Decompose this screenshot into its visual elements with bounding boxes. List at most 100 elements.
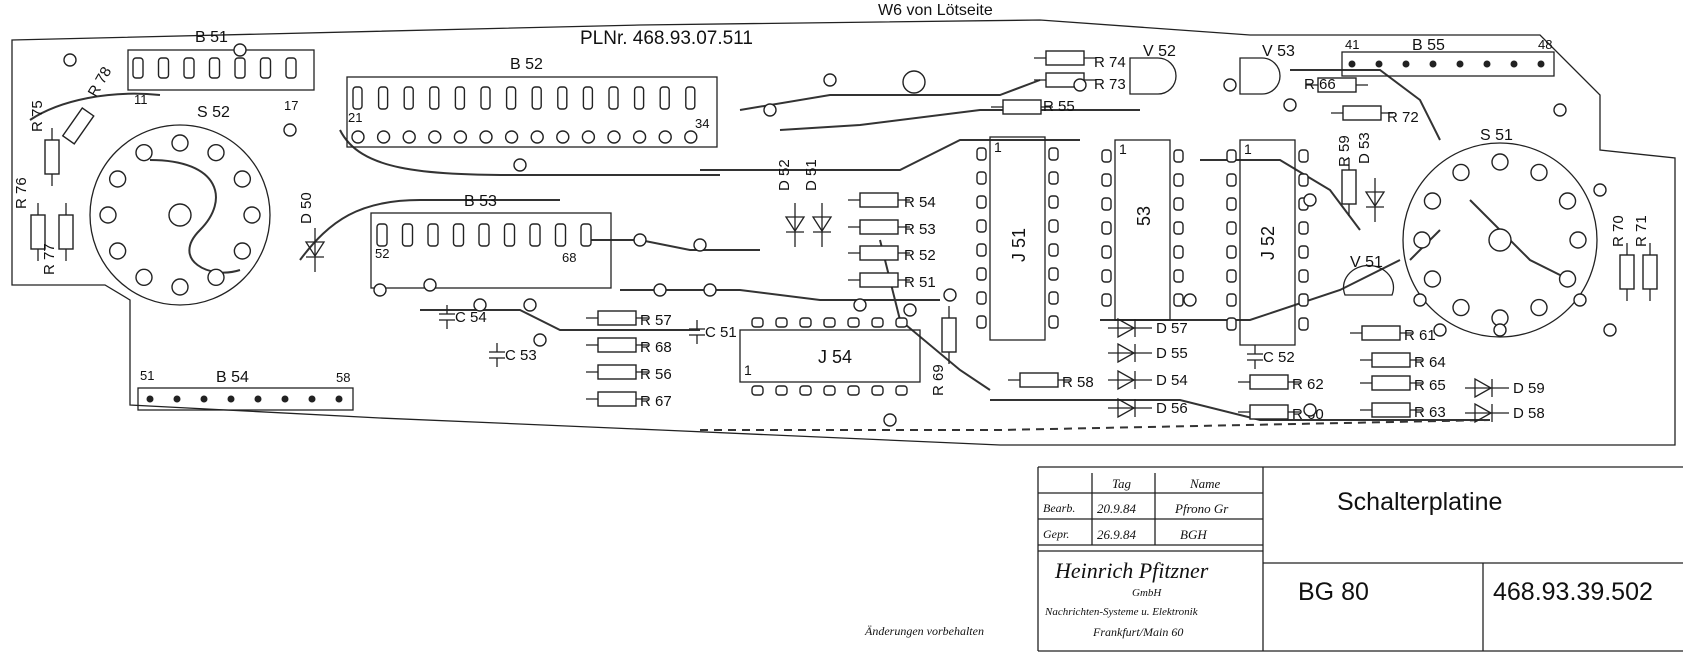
solder-pad	[823, 73, 837, 87]
transistor-v51-label: V 51	[1350, 254, 1383, 271]
ic-pin	[1298, 293, 1309, 307]
capacitor-label: C 53	[505, 347, 537, 364]
resistor-r63: R 63	[1360, 402, 1446, 421]
connector-pin	[505, 86, 517, 110]
test-point-label: W6 von Lötseite	[878, 2, 993, 19]
switch-s52: S 52	[89, 104, 271, 306]
switch-pad	[243, 206, 261, 224]
switch-pad	[1423, 270, 1442, 288]
connector-pin	[429, 86, 440, 110]
connector-b52-label: B 52	[510, 56, 543, 73]
solder-pad	[653, 283, 667, 297]
switch-pad	[1423, 192, 1442, 210]
switch-pad	[1530, 298, 1548, 317]
connector-pad	[658, 130, 672, 144]
resistor-label: R 63	[1414, 404, 1446, 421]
connector-pad	[1537, 60, 1545, 68]
resistor-label: R 61	[1404, 327, 1436, 344]
resistor-r53: R 53	[848, 219, 936, 238]
connector-b54-label: B 54	[216, 369, 249, 386]
solder-pad	[533, 333, 547, 347]
switch-pad	[108, 170, 127, 188]
resistor-label: R 57	[640, 312, 672, 329]
connector-pad	[376, 130, 391, 144]
title-block-row2-name: BGH	[1180, 527, 1207, 542]
capacitor-label: C 54	[455, 309, 487, 326]
diode-d54: D 54	[1108, 369, 1188, 391]
diode-label: D 50	[298, 192, 315, 224]
connector-pin	[580, 223, 592, 247]
solder-pad	[883, 413, 897, 427]
connector-b55-pin-start: 41	[1345, 37, 1359, 52]
resistor-label: R 54	[904, 194, 936, 211]
resistor-label: R 52	[904, 247, 936, 264]
resistor-label: R 72	[1387, 109, 1419, 126]
switch-pad	[135, 143, 153, 162]
switch-pad	[135, 268, 153, 287]
resistor-r58: R 58	[1008, 372, 1094, 391]
svg-text:1: 1	[1244, 141, 1252, 157]
resistor-r71: R 71	[1633, 215, 1658, 301]
ic-pin	[1173, 293, 1184, 307]
resistor-r51: R 51	[848, 272, 936, 291]
ic-pin	[1101, 269, 1112, 283]
test-point-w6	[902, 70, 926, 94]
ic-pin	[976, 315, 987, 329]
connector-b52-pin-end: 34	[695, 116, 709, 131]
ic-pin	[1048, 291, 1059, 305]
title-block-row2-label: Gepr.	[1043, 527, 1069, 541]
ic-pin	[1226, 269, 1237, 283]
drawing-number: 468.93.39.502	[1493, 578, 1653, 606]
solder-pad	[1553, 103, 1567, 117]
ic-j51-label: J 51	[1009, 228, 1029, 262]
resistor-label: R 75	[29, 100, 46, 132]
resistor-r72: R 72	[1331, 105, 1419, 126]
resistor-label: R 70	[1610, 215, 1627, 247]
capacitor-c53: C 53	[489, 343, 537, 367]
resistor-r77: R 77	[41, 203, 74, 275]
resistor-label: R 65	[1414, 377, 1446, 394]
device-name: BG 80	[1298, 578, 1369, 606]
connector-pad	[632, 130, 647, 144]
diode-label: D 54	[1156, 372, 1188, 389]
diode-label: D 52	[776, 159, 793, 191]
resistor-label: R 51	[904, 274, 936, 291]
resistor-r70: R 70	[1610, 215, 1635, 301]
diode-label: D 59	[1513, 380, 1545, 397]
switch-pad	[1413, 231, 1431, 249]
resistor-r74: R 74	[1034, 50, 1126, 71]
resistor-r59: R 59	[1336, 135, 1357, 216]
connector-b54-pin-end: 58	[336, 370, 350, 385]
switch-pad	[1569, 231, 1587, 249]
connector-pin	[529, 223, 541, 247]
ic-pin	[976, 267, 987, 281]
ic-pin	[1298, 173, 1309, 187]
connector-b51-label: B 51	[195, 29, 228, 46]
connector-pin	[132, 57, 144, 79]
switch-pad	[1530, 163, 1548, 182]
solder-pad	[423, 278, 437, 292]
switch-pad	[1452, 298, 1470, 317]
solder-pad	[943, 288, 957, 302]
ic-pin	[799, 385, 812, 396]
ic-pin	[1048, 219, 1059, 233]
connector-pin	[427, 223, 439, 247]
diode-d51: D 51	[803, 159, 833, 247]
company-line: Nachrichten-Systeme u. Elektronik	[1044, 606, 1199, 618]
connector-pin	[503, 223, 516, 247]
resistor-label: R 55	[1043, 98, 1075, 115]
connector-b55-pin-end: 48	[1538, 37, 1552, 52]
diode-d57: D 57	[1108, 317, 1188, 339]
ic-pin	[976, 171, 987, 185]
ic-pin	[1298, 221, 1309, 235]
connector-pad	[1429, 60, 1437, 68]
solder-pad	[1603, 323, 1617, 337]
resistor-r65: R 65	[1360, 375, 1446, 394]
ic-pin	[1173, 173, 1184, 187]
connector-pad	[351, 130, 365, 144]
ic-pin	[1298, 245, 1309, 259]
solder-pad	[1573, 293, 1587, 307]
solder-pad	[1493, 323, 1507, 337]
svg-text:1: 1	[1119, 141, 1127, 157]
resistor-label: R 73	[1094, 76, 1126, 93]
